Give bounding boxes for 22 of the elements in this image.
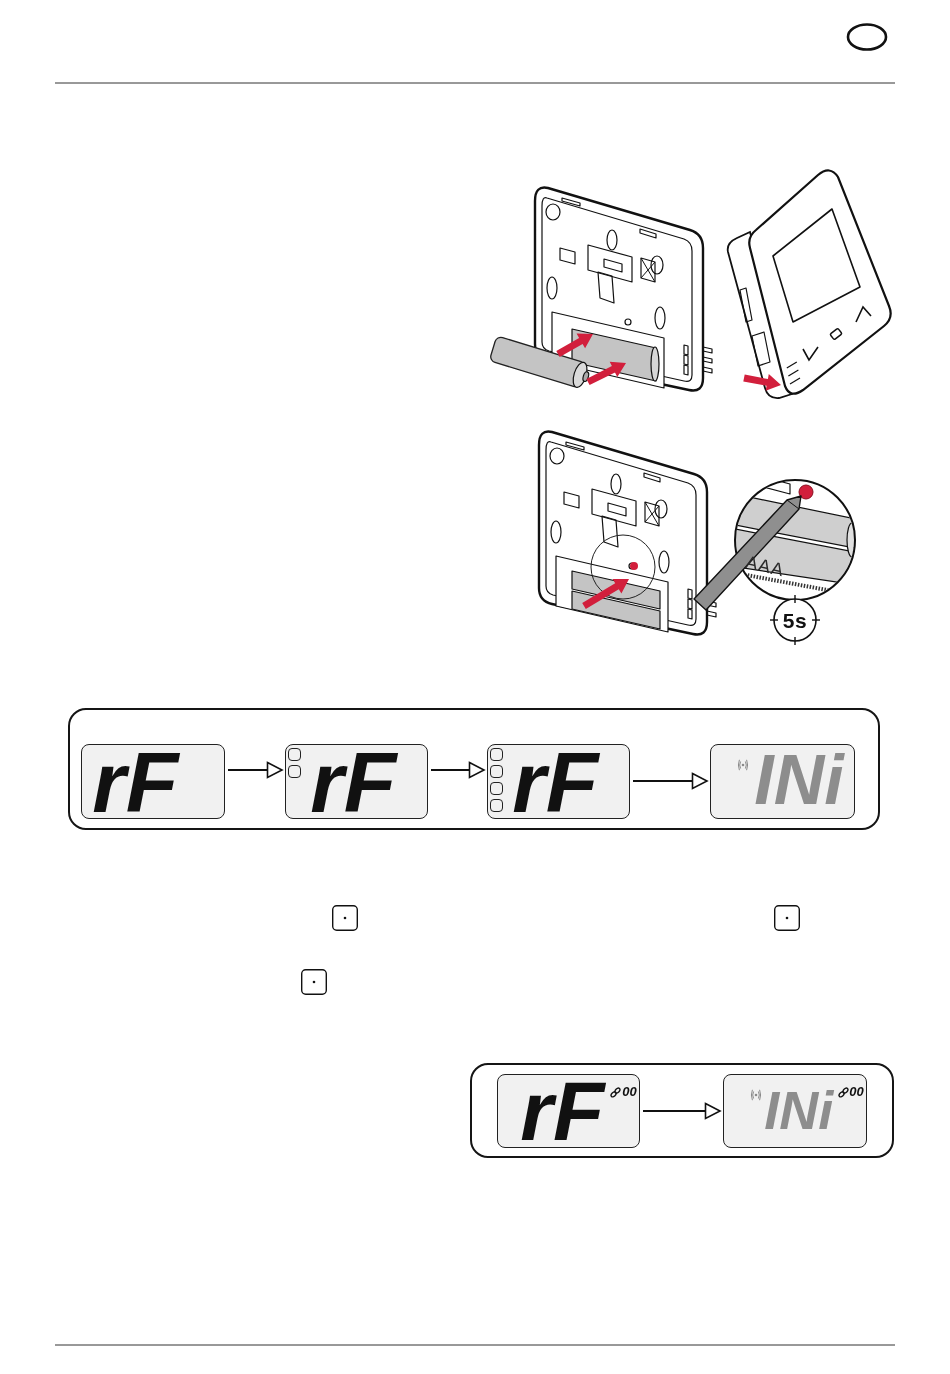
display-reading: rF xyxy=(512,746,601,819)
arrow xyxy=(632,772,708,790)
lcd-screen xyxy=(709,743,855,819)
lcd-screen xyxy=(496,1073,640,1148)
arrow xyxy=(642,1102,721,1120)
lcd-screen xyxy=(722,1073,867,1148)
lcd-screen xyxy=(284,743,428,819)
display-reading: rF xyxy=(310,746,399,819)
lcd-screen xyxy=(80,743,225,819)
duration-label: 5s xyxy=(782,609,808,631)
sequence-panel xyxy=(68,708,880,830)
display-code: 00 xyxy=(849,1085,865,1099)
lcd-screen xyxy=(486,743,630,819)
display-reading: INi xyxy=(754,751,846,810)
sequence-panel xyxy=(470,1063,894,1158)
display-code: 00 xyxy=(622,1085,638,1099)
arrow xyxy=(430,761,485,779)
display-reading: rF xyxy=(92,746,181,819)
battery-marking: AAA xyxy=(743,553,787,580)
arrow xyxy=(227,761,283,779)
display-reading: rF xyxy=(520,1076,607,1147)
display-reading: INi xyxy=(764,1088,835,1134)
